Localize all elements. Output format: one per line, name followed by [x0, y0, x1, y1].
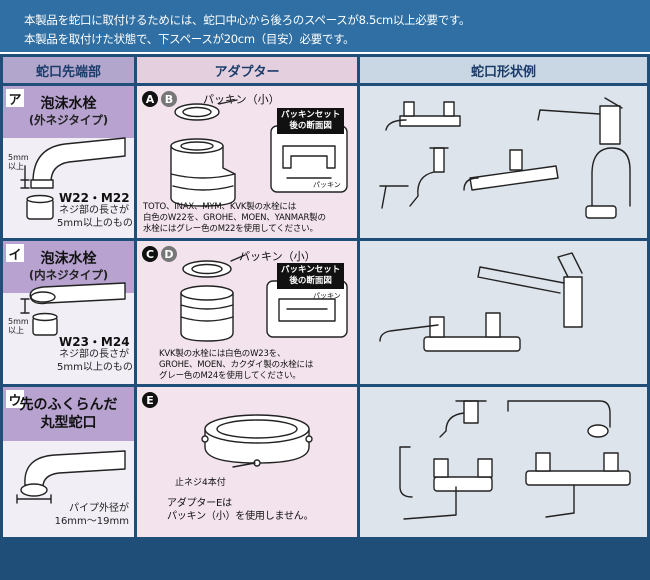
- row-c-tip-cell: ウ 先のふくらんだ 丸型蛇口 パイプ外径が 16mm〜19mm: [3, 387, 134, 537]
- row-b-adapter-illustration: [180, 254, 348, 342]
- row-b-adapter-note: KVK製の水栓には白色のW23を、 GROHE、MOEN、カクダイ製の水栓には …: [159, 349, 314, 381]
- row-a-title: 泡沫水栓: [40, 96, 97, 112]
- row-a-adapter-cell: A B パッキン（小） パッキンセット 後の断面図 パッキン TOTO、INAX…: [137, 86, 357, 238]
- row-b-example-cell: [360, 241, 647, 384]
- row-b-packing-label: パッキン（小）: [239, 250, 316, 263]
- row-c-badge-e: E: [142, 392, 158, 408]
- row-b-tip-cell: イ 泡沫水栓 (内ネジタイプ) 5mm 以上 W23・M24 ネジ部の長さが 5…: [3, 241, 134, 384]
- column-header-adapter: アダプター: [137, 57, 357, 83]
- row-b-spec: W23・M24: [59, 335, 130, 349]
- row-a-subtitle: (外ネジタイプ): [28, 113, 109, 127]
- row-b-subtitle: (内ネジタイプ): [28, 268, 109, 282]
- row-b-adapter-cell: C D パッキン（小） パッキンセット 後の断面図 パッキン KVK製の水栓には…: [137, 241, 357, 384]
- row-c-title-band: [3, 387, 134, 441]
- row-a-adapter-illustration: [170, 99, 348, 207]
- row-b-packing-small: パッキン: [313, 292, 341, 300]
- row-c-note: パイプ外径が 16mm〜19mm: [54, 503, 129, 527]
- header-banner: 本製品を蛇口に取付けるためには、蛇口中心から後ろのスペースが8.5cm以上必要で…: [0, 0, 650, 52]
- row-b-note: ネジ部の長さが 5mm以上のもの: [57, 349, 133, 373]
- row-c-example-cell: [360, 387, 647, 537]
- row-b-section-label: パッキンセット 後の断面図: [277, 263, 345, 289]
- row-a-dimension: 5mm 以上: [8, 153, 29, 171]
- row-b-faucet-examples: [379, 252, 583, 352]
- row-c-title: 先のふくらんだ 丸型蛇口: [19, 397, 118, 431]
- row-a-adapter-note: TOTO、INAX、MYM、KVK製の水栓には 白色のW22を、GROHE、MO…: [143, 202, 326, 234]
- row-c-faucet-tip-illustration: [16, 450, 126, 504]
- row-a-spec: W22・M22: [59, 191, 130, 205]
- header-line-1: 本製品を蛇口に取付けるためには、蛇口中心から後ろのスペースが8.5cm以上必要で…: [24, 13, 471, 27]
- row-a-badge-a: A: [142, 91, 158, 107]
- row-b-letter: イ: [6, 244, 24, 263]
- row-c-adapter-cell: E 止ネジ4本付 アダプターEは パッキン（小）を使用しません。: [137, 387, 357, 537]
- column-header-tip: 蛇口先端部: [3, 57, 134, 83]
- row-b-faucet-tip-illustration: [20, 282, 126, 336]
- row-c-adapter-note: アダプターEは パッキン（小）を使用しません。: [167, 498, 314, 522]
- row-c-faucet-examples: [399, 400, 631, 520]
- row-a-section-label: パッキンセット 後の断面図: [277, 108, 345, 134]
- row-b-badge-c: C: [142, 246, 158, 262]
- row-a-packing-small: パッキン: [313, 181, 341, 189]
- row-a-badge-b: B: [161, 91, 177, 107]
- row-b-title: 泡沫水栓: [40, 251, 97, 267]
- row-c-letter: ウ: [6, 390, 24, 409]
- column-header-example: 蛇口形状例: [360, 57, 647, 83]
- row-a-faucet-tip-illustration: [20, 137, 126, 220]
- header-line-2: 本製品を取付けた状態で、下スペースが20cm（目安）必要です。: [24, 32, 355, 46]
- row-b-dimension: 5mm 以上: [8, 317, 29, 335]
- row-a-title-band: [3, 86, 134, 138]
- row-a-faucet-examples: [379, 97, 631, 219]
- row-c-adapter-illustration: [201, 414, 313, 468]
- row-a-note: ネジ部の長さが 5mm以上のもの: [57, 205, 133, 229]
- row-a-tip-cell: ア 泡沫水栓 (外ネジタイプ) 5mm 以上 W22・M22 ネジ部の長さが 5…: [3, 86, 134, 238]
- row-a-example-cell: [360, 86, 647, 238]
- row-c-screw-label: 止ネジ4本付: [175, 478, 226, 488]
- row-b-badge-d: D: [161, 246, 177, 262]
- row-a-letter: ア: [6, 89, 24, 108]
